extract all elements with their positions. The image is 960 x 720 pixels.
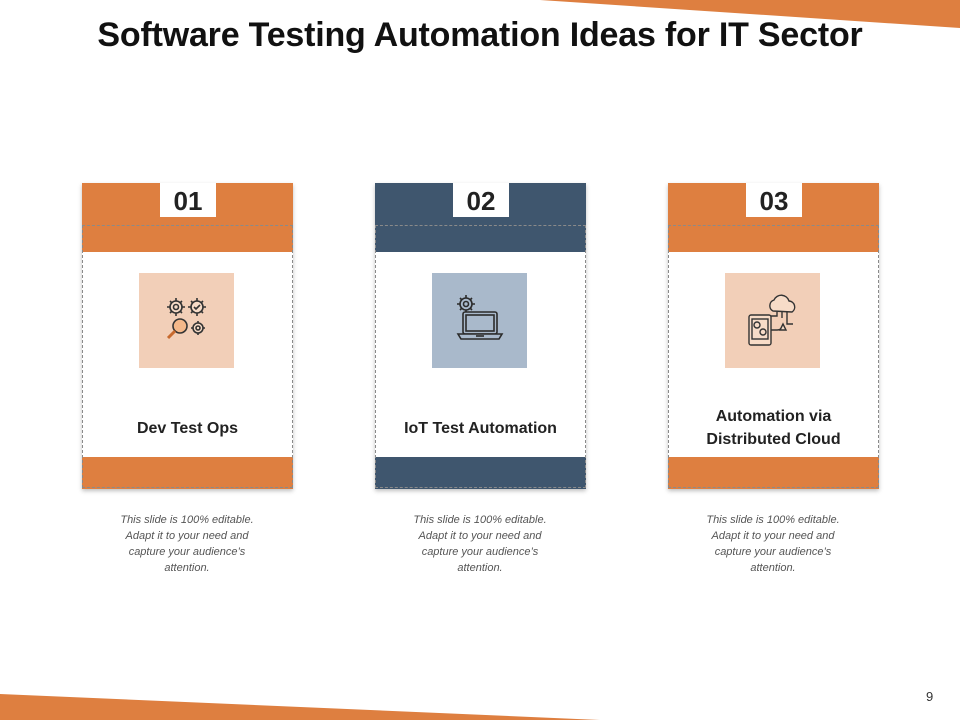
card-iot-test-automation: 02 IoT Test Automation xyxy=(375,183,586,489)
bottom-accent-band xyxy=(0,694,600,720)
card-footer-band xyxy=(668,457,879,489)
gears-magnifier-icon xyxy=(166,297,206,339)
icon-tile xyxy=(725,273,820,368)
card-number: 01 xyxy=(160,183,216,217)
card-label: Automation via Distributed Cloud xyxy=(706,408,841,448)
icon-tile xyxy=(139,273,234,368)
laptop-gear-icon xyxy=(456,294,503,340)
card-description: This slide is 100% editable. Adapt it to… xyxy=(706,514,840,574)
icon-tile xyxy=(432,273,527,368)
card-description: This slide is 100% editable. Adapt it to… xyxy=(120,514,254,574)
card-number: 02 xyxy=(453,183,509,217)
top-accent-band xyxy=(540,0,960,28)
card-label: Dev Test Ops xyxy=(136,419,239,437)
card-dashed-frame xyxy=(82,225,293,488)
card-dashed-frame xyxy=(375,225,586,488)
card-dev-test-ops: 01 Dev Test Ops xyxy=(82,183,293,489)
slide-title: Software Testing Automation Ideas for IT… xyxy=(97,16,863,54)
page-number: 9 xyxy=(926,689,934,704)
card-label: IoT Test Automation xyxy=(404,419,557,437)
card-footer-band xyxy=(375,457,586,489)
cloud-device-icon xyxy=(747,294,795,346)
card-number: 03 xyxy=(746,183,802,217)
card-footer-band xyxy=(82,457,293,489)
card-automation-distributed-cloud: 03 Automation via Distributed Cloud xyxy=(668,183,879,489)
card-description: This slide is 100% editable. Adapt it to… xyxy=(413,514,547,574)
card-dashed-frame xyxy=(668,225,879,488)
